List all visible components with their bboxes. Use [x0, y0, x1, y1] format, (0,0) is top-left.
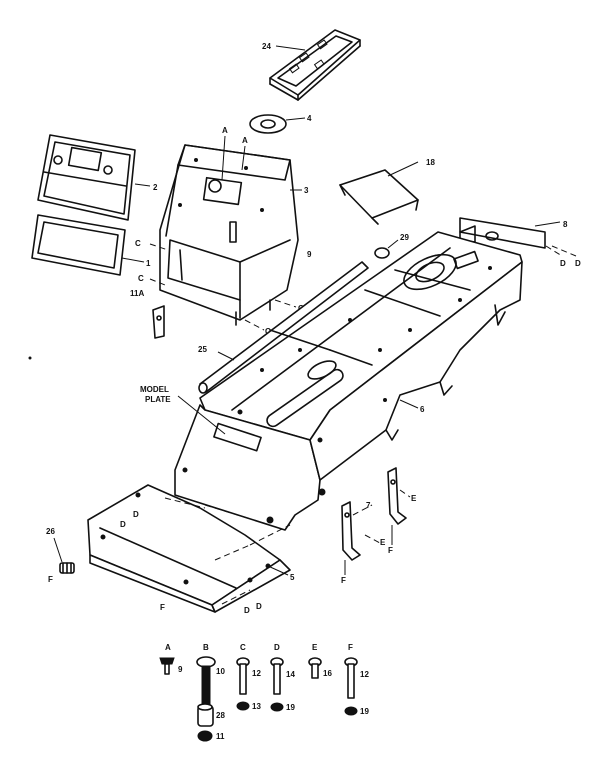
callout-24: 24 [262, 42, 271, 51]
hw-c-letter: C [240, 643, 246, 652]
hw-b-num2: 28 [216, 711, 225, 720]
hw-f-letter: F [348, 643, 353, 652]
callout-8: 8 [563, 220, 568, 229]
part-25-rod [198, 261, 369, 394]
callout-7: 7 [366, 501, 371, 510]
callout-4: 4 [307, 114, 312, 123]
part-11a-bracket [152, 305, 165, 339]
hw-b-num3: 11 [216, 732, 225, 741]
letter-e-1: E [411, 494, 417, 503]
hw-d-letter: D [274, 643, 280, 652]
hw-d-num: 14 [286, 670, 295, 679]
callout-29: 29 [400, 233, 409, 242]
part-1-bezel [31, 214, 145, 276]
hw-d-num2: 19 [286, 703, 295, 712]
part-5-bumper [87, 484, 291, 613]
part-24-tray [269, 29, 361, 101]
letter-e-2: E [380, 538, 386, 547]
letter-d-2: D [575, 259, 581, 268]
part-26-stud [53, 537, 75, 574]
part-6-frame [174, 231, 523, 531]
hw-f-num2: 19 [360, 707, 369, 716]
part-8-bracket [459, 217, 561, 249]
part-3-console [159, 144, 302, 326]
letter-a-1: A [222, 126, 228, 135]
letter-d-4: D [133, 510, 139, 519]
part-7-brackets [341, 467, 411, 575]
callout-11a: 11A [130, 289, 144, 298]
callout-3: 3 [304, 186, 309, 195]
hw-c-num2: 13 [252, 702, 261, 711]
letter-f-1: F [160, 603, 165, 612]
hw-b-letter: B [203, 643, 209, 652]
callout-25: 25 [198, 345, 207, 354]
callout-5: 5 [290, 573, 295, 582]
callout-18: 18 [426, 158, 435, 167]
letter-f-2: F [48, 575, 53, 584]
letter-f-3: F [341, 576, 346, 585]
hw-e-letter: E [312, 643, 318, 652]
hardware-legend: A 9 B 10 28 11 C 12 13 D 14 19 E 16 F [159, 643, 369, 742]
callout-9: 9 [307, 250, 312, 259]
callout-2: 2 [153, 183, 158, 192]
hw-f-num: 12 [360, 670, 369, 679]
letter-d-5: D [244, 606, 250, 615]
letter-c-1: C [135, 239, 141, 248]
callout-26: 26 [46, 527, 55, 536]
part-18-cover [339, 161, 419, 225]
hw-c-num: 12 [252, 669, 261, 678]
hw-a-num: 9 [178, 665, 183, 674]
hw-b-num: 10 [216, 667, 225, 676]
letter-c-2: C [138, 274, 144, 283]
part-29-grommet [374, 239, 399, 259]
part-4-cap [249, 114, 306, 134]
letter-a-2: A [242, 136, 248, 145]
letter-d-1: D [560, 259, 566, 268]
letter-d-3: D [120, 520, 126, 529]
letter-d-6: D [256, 602, 262, 611]
hw-a-letter: A [165, 643, 171, 652]
model-plate-line-1: MODEL [140, 385, 169, 394]
hw-e-num: 16 [323, 669, 332, 678]
letter-c-4: C [265, 327, 271, 336]
model-plate-line-2: PLATE [145, 395, 171, 404]
callout-1: 1 [146, 259, 151, 268]
callout-6: 6 [420, 405, 425, 414]
part-2-grille [37, 134, 151, 221]
letter-f-4: F [388, 546, 393, 555]
